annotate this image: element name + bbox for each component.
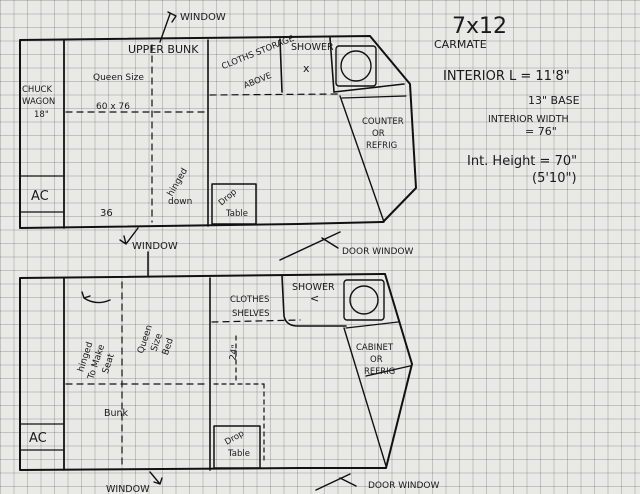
top-bottom-window-arrow	[119, 227, 139, 245]
bottom-24-dim-label: 24"	[228, 344, 241, 361]
bottom-queen-label-group: Queen Size Bed	[136, 324, 176, 357]
trailer-model-label: CARMATE	[434, 38, 487, 51]
bottom-bunk-label: Bunk	[104, 408, 129, 419]
top-bed-dims-label: 60 x 76	[96, 102, 130, 112]
bottom-shower-label: SHOWER	[292, 282, 335, 293]
top-plan-outline	[19, 35, 417, 229]
top-window-arrow	[159, 11, 177, 43]
bottom-shower-wall	[281, 275, 347, 327]
top-counter-inner-edge	[339, 95, 385, 223]
interior-length-note: INTERIOR L = 11'8"	[443, 69, 570, 84]
top-bottom-window-label: WINDOW	[132, 241, 178, 252]
interior-height-feet: (5'10")	[532, 171, 577, 186]
bottom-shower-mark: <	[310, 292, 319, 305]
header-notes: 7x12 CARMATE INTERIOR L = 11'8" 13" BASE…	[434, 14, 580, 186]
top-hinged-label: hinged	[166, 167, 190, 199]
bottom-plan-outline	[19, 273, 413, 471]
top-counter-label-1: COUNTER	[362, 117, 404, 127]
top-hinged-down-label: down	[168, 197, 192, 207]
top-queen-size-label: Queen Size	[93, 73, 144, 83]
bottom-cabinet-front	[365, 365, 411, 377]
top-storage-dashed	[209, 93, 341, 96]
bottom-cabinet-label-2: OR	[370, 355, 383, 365]
top-ac-label: AC	[31, 189, 49, 204]
trailer-size-title: 7x12	[452, 14, 507, 39]
top-floor-plan: x WINDOW UPPER BUNK SHOWER CLOTHS STORAG…	[19, 11, 417, 261]
bottom-drop-table-label-2: Table	[227, 449, 250, 459]
top-counter-top-edge	[341, 95, 407, 99]
top-door-window-label: DOOR WINDOW	[342, 247, 414, 257]
bottom-door-window-label: DOOR WINDOW	[368, 481, 440, 491]
bottom-drop-table	[213, 425, 261, 469]
clothes-shelves-label-2: SHELVES	[232, 309, 270, 319]
interior-width-label: INTERIOR WIDTH	[488, 114, 569, 125]
bottom-toilet-icon	[349, 285, 379, 315]
top-counter-label-3: REFRIG	[366, 141, 397, 151]
bottom-door-window-line	[315, 473, 351, 491]
top-shower-front-wall	[333, 83, 405, 93]
bottom-drop-table-label-1: Drop	[223, 429, 246, 448]
bottom-window-label: WINDOW	[106, 484, 150, 494]
bottom-hinge-arrow	[81, 291, 111, 304]
clothes-shelves-label-1: CLOTHES	[230, 295, 269, 305]
bottom-toilet-box	[343, 279, 385, 321]
top-counter-label-2: OR	[372, 129, 385, 139]
top-toilet-box	[335, 45, 377, 87]
top-toilet-icon	[340, 50, 372, 82]
cloths-storage-above-label: ABOVE	[242, 71, 273, 91]
top-door-window-line	[279, 231, 341, 261]
bottom-hinged-label-group: hinged To Make Seat	[76, 341, 117, 382]
bottom-shelves-dashed	[211, 319, 301, 323]
bottom-ac-label: AC	[29, 431, 47, 446]
bottom-floor-plan: < SHOWER CLOTHES SHELVES hinged To Make …	[19, 251, 440, 494]
bottom-cabinet-top-edge	[345, 321, 399, 329]
bottom-cabinet-label-1: CABINET	[356, 343, 394, 353]
top-storage-wall	[279, 38, 283, 93]
top-shower-wall	[329, 37, 335, 93]
top-drop-table-label-1: Drop	[217, 187, 239, 208]
top-door-window-arrow	[321, 237, 339, 249]
bottom-cabinet-inner-edge	[343, 327, 387, 467]
chuck-wagon-label-1: CHUCK	[22, 85, 52, 95]
top-width-36-label: 36	[100, 208, 113, 219]
interior-width-value: = 76"	[525, 125, 557, 138]
upper-bunk-label: UPPER BUNK	[128, 43, 199, 56]
top-drop-table	[211, 183, 257, 225]
bottom-door-window-arrow	[339, 477, 357, 487]
cloths-storage-label: CLOTHS STORAGE	[220, 34, 295, 72]
chuck-wagon-label-2: WAGON	[22, 97, 55, 107]
top-window-label: WINDOW	[180, 12, 226, 23]
base-note: 13" BASE	[528, 94, 580, 107]
bottom-window-bottom-arrow	[149, 471, 163, 485]
top-shower-x-mark: x	[303, 62, 310, 75]
top-drop-table-label-2: Table	[225, 209, 248, 219]
interior-height-note: Int. Height = 70"	[467, 154, 577, 169]
bottom-cabinet-label-3: REFRIG	[364, 367, 395, 377]
top-shower-label: SHOWER	[291, 42, 334, 53]
chuck-wagon-size: 18"	[34, 110, 49, 120]
